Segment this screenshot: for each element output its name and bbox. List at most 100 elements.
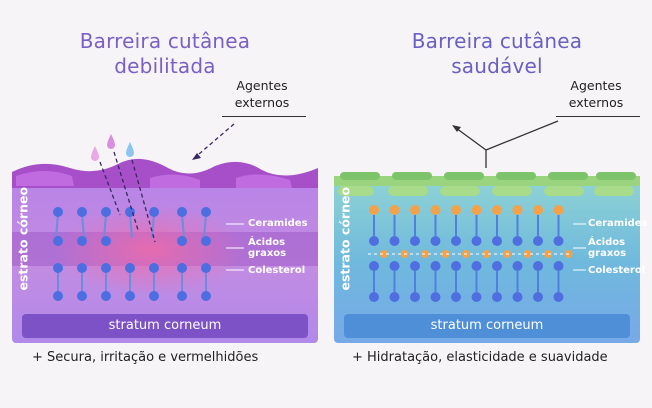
left-agents-line2: externos [234,95,290,110]
ceramide-head [389,205,400,215]
ceramide-head [201,207,211,217]
fatty-acid-head [430,236,441,246]
left-skin-panel [12,158,318,343]
lipid-tail [81,213,85,239]
fatty-acid-head [77,236,87,246]
lipid-head [410,292,420,302]
fatty-acid-head [492,236,502,246]
right-title-line1: Barreira cutânea [411,29,583,53]
left-title-line1: Barreira cutânea [79,29,251,53]
inflammation-area [55,205,245,295]
cholesterol-head [201,263,211,273]
lipid-tail [151,213,155,239]
left-title: Barreira cutânea debilitada [40,29,290,79]
right-caption: + Hidratação, elasticidade e suavidade [352,350,608,365]
ceramide-head [149,207,159,217]
deflection-arrowhead [452,125,461,132]
cholesterol-head [149,263,159,273]
lipid-head [77,291,87,301]
ceramide-head [533,205,543,215]
lipid-head [369,292,379,302]
cholesterol-head [451,261,461,271]
left-title-line2: debilitada [114,54,216,78]
lipid-tail [103,213,107,239]
lipid-head [149,291,159,301]
fatty-acid-head [533,236,543,246]
cholesterol-head [512,261,523,271]
fatty-acid-head [553,236,564,246]
right-label-ceramides: Ceramides [588,218,648,229]
lipid-head [451,292,461,302]
ceramide-head [410,205,420,215]
ceramide-head [369,205,379,215]
right-agents-label: Agentes externos [556,77,636,111]
lipid-head [53,291,63,301]
left-label-acidos: Ácidos [248,237,286,248]
ceramide-head [451,205,461,215]
lipid-head [471,292,482,302]
fatty-acid-head [201,236,211,246]
lipid-tail [181,213,185,239]
lipid-tail [55,213,59,239]
fatty-acid-head [177,236,187,246]
cholesterol-head [553,261,564,271]
cholesterol-head [101,263,111,273]
label-leaders [226,223,586,271]
fatty-acid-head [512,236,523,246]
cholesterol-head [410,261,420,271]
ceramide-head [101,207,111,217]
cholesterol-dot [482,250,491,258]
left-caption: + Secura, irritação e vermelhidões [32,350,259,365]
cholesterol-head [77,263,87,273]
deflection-arrows [455,120,559,168]
lipid-head [533,292,543,302]
external-agent-droplets [91,134,134,161]
cholesterol-head [369,261,379,271]
cholesterol-head [430,261,441,271]
cholesterol-dot [523,250,532,258]
cholesterol-dot [441,250,450,258]
lipid-head [492,292,502,302]
cholesterol-head [125,263,135,273]
lipid-head [389,292,400,302]
left-label-graxos: graxos [248,248,287,259]
right-label-colesterol: Colesterol [588,265,646,276]
ceramide-head [471,205,482,215]
cholesterol-head [389,261,400,271]
right-agents-line1: Agentes [570,78,622,93]
lipid-head [430,292,441,302]
lipid-head [125,291,135,301]
right-skin-panel [334,172,640,343]
fatty-acid-head [451,236,461,246]
ceramide-head [77,207,87,217]
right-agents-line2: externos [568,95,624,110]
left-stratum-corneum-label: stratum corneum [108,318,222,333]
lipid-head [101,291,111,301]
left-lipid-layer [53,207,211,301]
ceramide-head [430,205,441,215]
ceramide-head [177,207,187,217]
cholesterol-head [492,261,502,271]
left-agents-label: Agentes externos [222,77,302,111]
right-title: Barreira cutânea saudável [372,29,622,79]
ceramide-head [492,205,502,215]
penetration-arrowheads [192,153,201,160]
left-agents-line1: Agentes [236,78,288,93]
right-label-acidos: Ácidos [588,237,626,248]
fatty-acid-head [53,236,63,246]
fatty-acid-head [471,236,482,246]
lipid-head [553,292,564,302]
cholesterol-head [533,261,543,271]
fatty-acid-head [369,236,379,246]
ceramide-head [553,205,564,215]
left-agents-underline [222,116,306,117]
fatty-acid-head [101,236,111,246]
right-title-line2: saudável [451,54,543,78]
fatty-acid-head [410,236,420,246]
right-agents-underline [556,116,640,117]
lipid-tail [129,213,133,239]
left-vertical-label: estrato córneo [15,186,31,291]
right-label-graxos: graxos [588,248,627,259]
right-vertical-label: estrato córneo [337,186,353,291]
fatty-acid-head [389,236,400,246]
